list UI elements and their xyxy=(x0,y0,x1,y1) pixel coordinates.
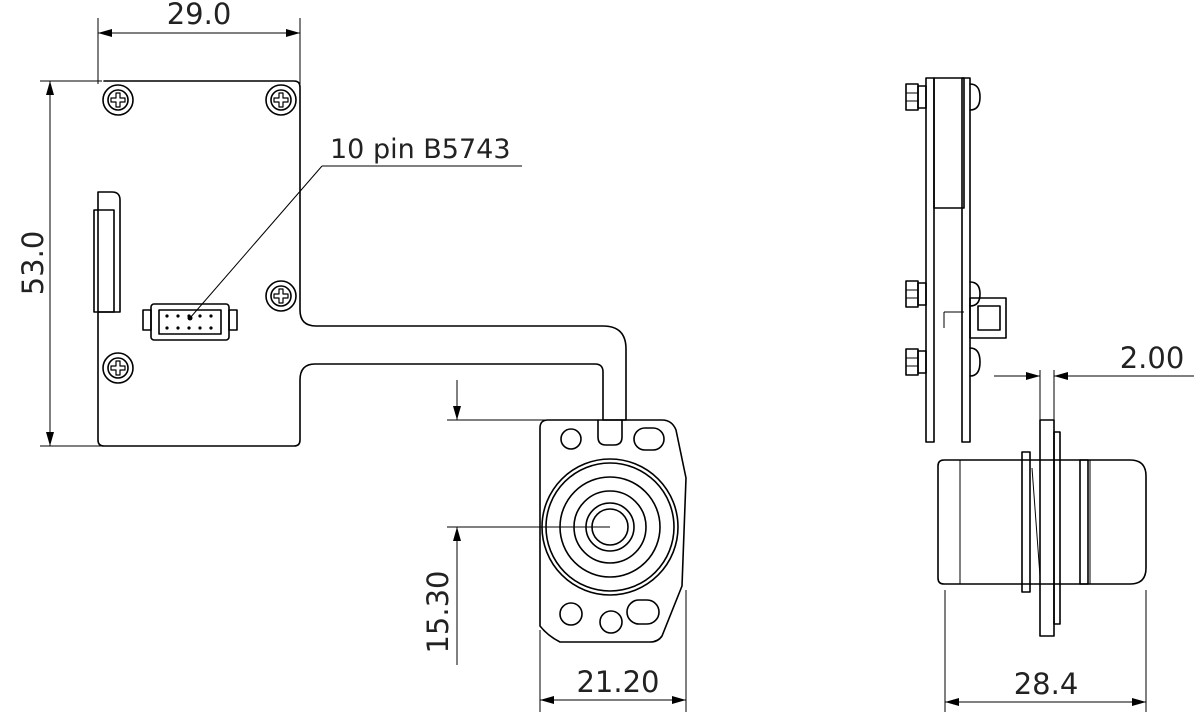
sensor-offset-value: 15.30 xyxy=(421,570,455,653)
sensor-width-dimension: 21.20 xyxy=(539,590,687,712)
sensor-length-value: 28.4 xyxy=(1014,667,1079,701)
flange-thickness-value: 2.00 xyxy=(1120,341,1185,375)
sensor-offset-dimension: 15.30 xyxy=(421,380,610,665)
pcb-width-value: 29.0 xyxy=(167,0,232,31)
connector-label: 10 pin B5743 xyxy=(330,134,511,165)
side-view xyxy=(905,77,1147,637)
mounting-screw-icon xyxy=(265,84,297,116)
mounting-screw-icon xyxy=(102,352,134,384)
sensor-width-value: 21.20 xyxy=(576,665,659,699)
connector-pin-row-icon xyxy=(165,314,213,330)
pcb-width-dimension: 29.0 xyxy=(97,0,301,84)
sensor-length-dimension: 28.4 xyxy=(944,590,1147,712)
mounting-screw-icon xyxy=(102,84,134,116)
side-screw-icon xyxy=(905,280,927,308)
side-screw-icon xyxy=(905,83,927,111)
pcb-front-view xyxy=(93,80,627,447)
connector-leader: 10 pin B5743 xyxy=(187,134,522,321)
connector-10-pin xyxy=(142,303,238,341)
sensor-head-front xyxy=(539,419,687,643)
pcb-height-value: 53.0 xyxy=(16,231,50,296)
mounting-screw-icon xyxy=(265,280,297,312)
pcb-height-dimension: 53.0 xyxy=(16,80,102,447)
side-screw-icon xyxy=(905,348,927,376)
flange-thickness-dimension: 2.00 xyxy=(994,341,1194,424)
